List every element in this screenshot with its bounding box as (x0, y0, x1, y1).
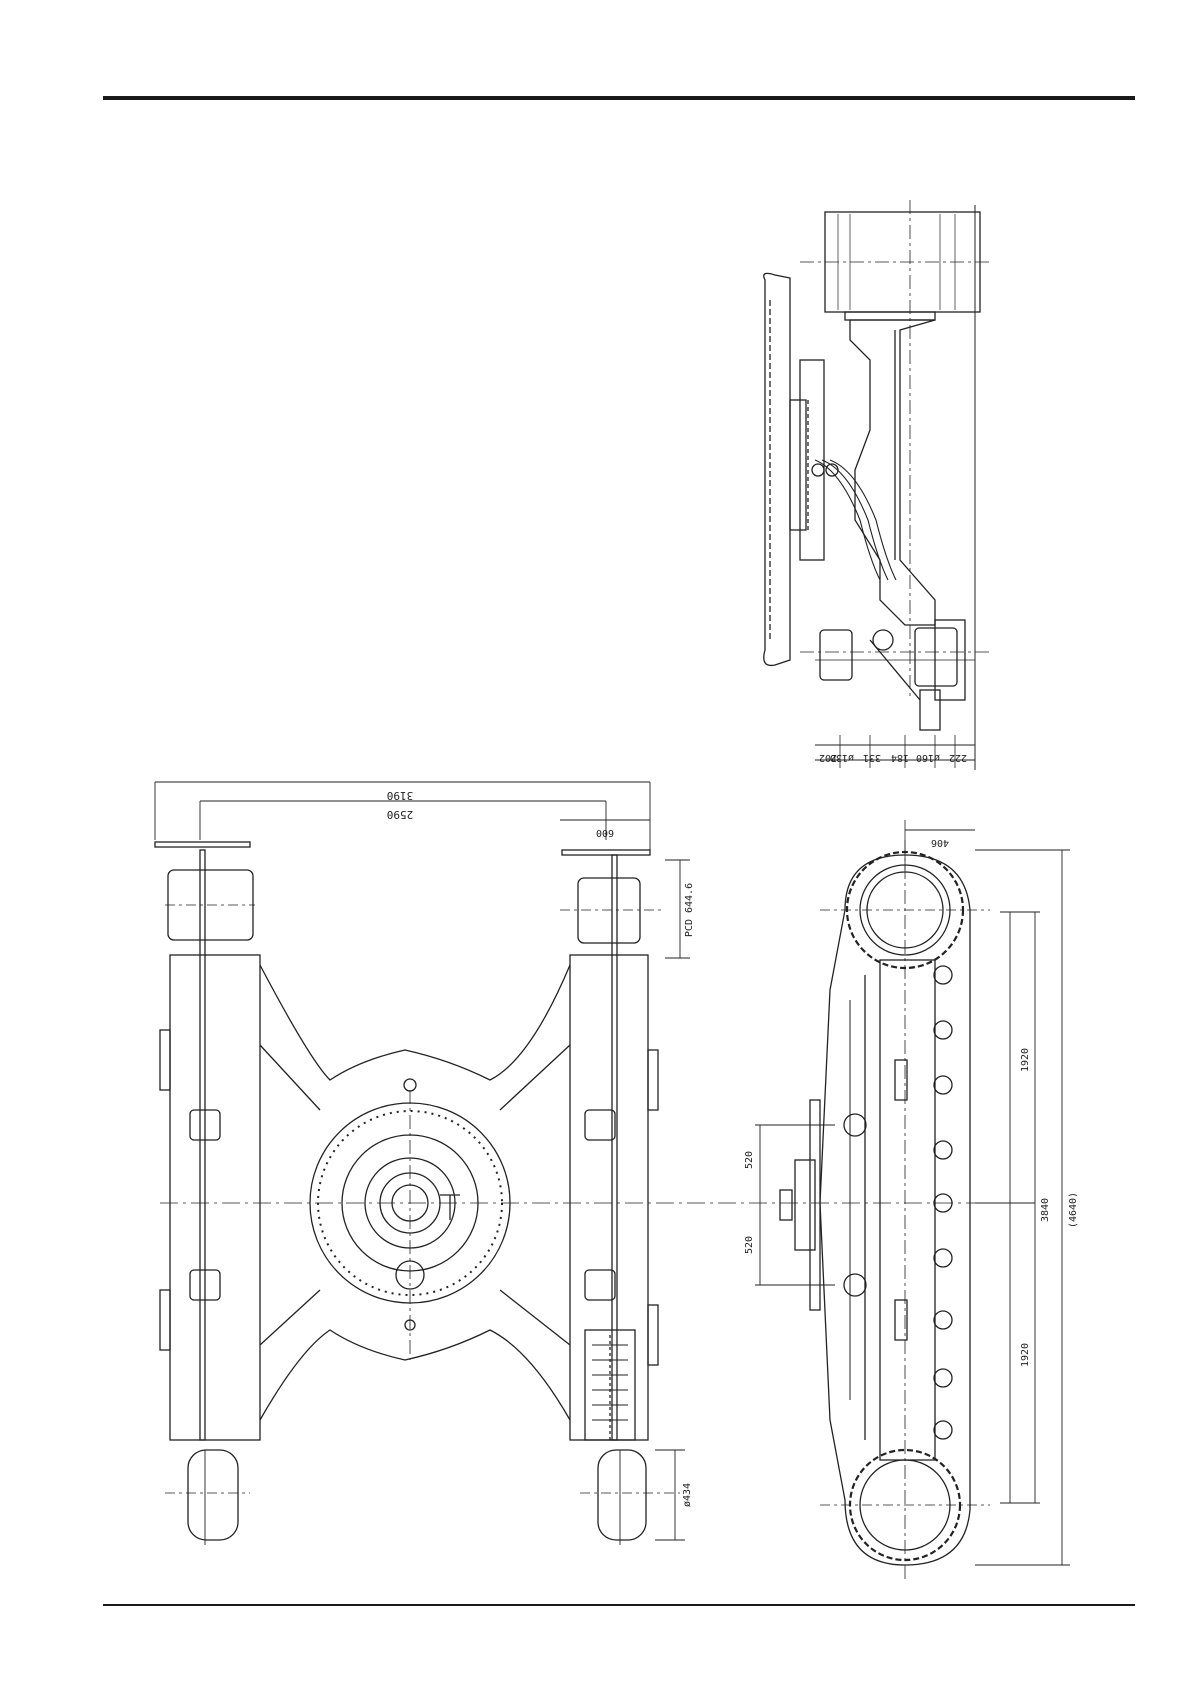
top-view (155, 782, 980, 1545)
track-view (755, 820, 1070, 1580)
dim-roller-pitch-upper: 1920 (1020, 1048, 1031, 1072)
side-dim-label: ø130 (830, 752, 854, 763)
dim-shoe-width: 600 (596, 827, 614, 838)
footer-rule (103, 1604, 1135, 1606)
side-dim-label: 184 (891, 752, 909, 763)
dim-idler-dia: ø434 (682, 1483, 693, 1507)
dim-track-gauge: 2590 (387, 808, 414, 821)
dim-center-offset-upper: 520 (744, 1151, 755, 1169)
dim-tumbler-distance: 3840 (1040, 1198, 1051, 1222)
dim-sprocket-pcd: PCD 644.6 (684, 883, 695, 937)
side-view (764, 200, 990, 770)
track-view-dimensions: 406 1920 1920 3840 (4640) 520 520 (744, 837, 1079, 1367)
dim-overall-length: (4640) (1068, 1192, 1079, 1228)
dim-roller-pitch-lower: 1920 (1020, 1343, 1031, 1367)
dim-center-offset-lower: 520 (744, 1236, 755, 1254)
side-dim-label: 331 (863, 752, 881, 763)
side-dim-label: 222 (949, 752, 967, 763)
dim-overall-width: 3190 (387, 789, 414, 802)
side-dim-label: ø160 (916, 752, 940, 763)
dim-sprocket-offset: 406 (931, 837, 949, 848)
